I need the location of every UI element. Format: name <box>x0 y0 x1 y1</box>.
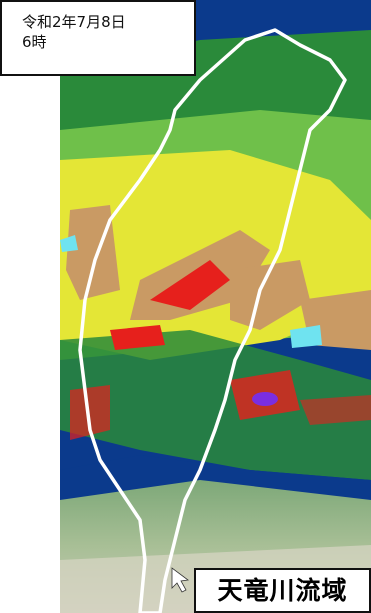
date-text: 令和2年7月8日 <box>22 13 126 31</box>
basin-boundary <box>78 28 347 613</box>
timestamp-box: 令和2年7月8日 6時 <box>0 0 196 76</box>
hour-text: 6時 <box>22 33 47 51</box>
cursor-arrow-icon <box>171 567 190 593</box>
basin-label: 天竜川流域 <box>194 568 371 613</box>
rain-echo-layer <box>60 30 371 613</box>
